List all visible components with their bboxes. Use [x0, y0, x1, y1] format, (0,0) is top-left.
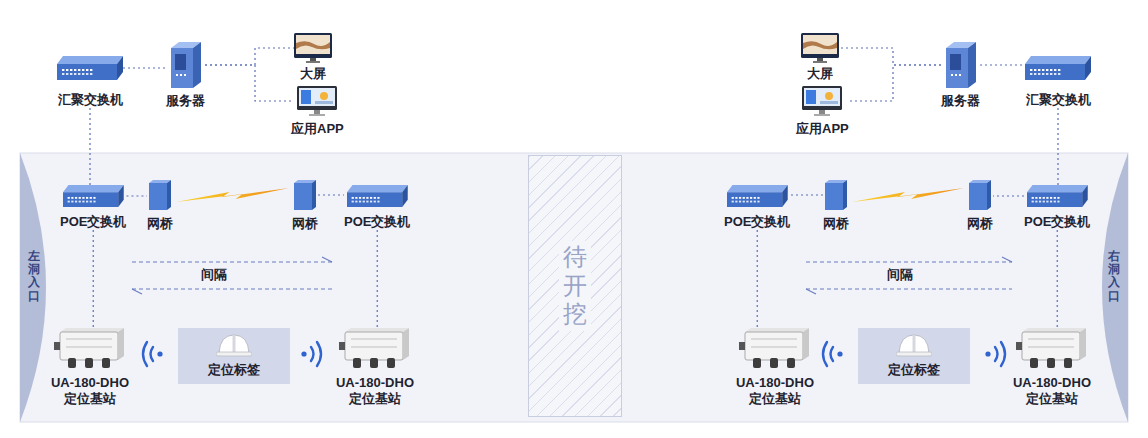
network-link — [1057, 230, 1058, 328]
switch-icon — [1025, 56, 1091, 80]
app-icon — [802, 86, 842, 116]
bridge-icon — [825, 180, 847, 210]
network-link — [205, 48, 294, 65]
app-icon — [297, 86, 337, 116]
node-label: POE交换机 — [60, 214, 126, 230]
portal-label: 左洞入口 — [28, 250, 40, 303]
server-icon — [171, 42, 201, 88]
positioning-tag: 定位标签 — [858, 328, 970, 384]
poe-switch: POE交换机 — [1024, 185, 1090, 230]
aggregation-switch: 汇聚交换机 — [1025, 56, 1091, 108]
node-label: 定位标签 — [208, 362, 260, 378]
network-link — [377, 230, 378, 328]
server: 服务器 — [941, 42, 980, 109]
network-link — [93, 230, 94, 328]
network-link — [205, 65, 291, 101]
base-station: UA-180-DHO 定位基站 — [1006, 328, 1098, 407]
tunnel-portal: 右洞入口 — [1108, 250, 1120, 303]
wireless-link — [176, 188, 289, 202]
node-label: 定位标签 — [888, 362, 940, 378]
network-link — [1057, 108, 1058, 185]
base-icon — [339, 328, 411, 370]
network-link — [126, 195, 147, 196]
node-label: 待开挖 — [559, 241, 591, 331]
network-link — [318, 194, 344, 195]
big-screen: 大屏 — [294, 33, 332, 82]
app-monitor: 应用APP — [291, 86, 344, 137]
node-label: 应用APP — [796, 121, 849, 137]
big-screen: 大屏 — [801, 33, 839, 82]
network-link — [980, 64, 1025, 65]
network-link — [757, 230, 758, 328]
node-label: 服务器 — [166, 93, 205, 109]
excavation-zone: 待开挖 — [528, 155, 622, 417]
wireless-bridge: 网桥 — [292, 180, 318, 232]
switch-icon — [57, 56, 123, 80]
node-label: POE交换机 — [344, 214, 410, 230]
poe-switch: POE交换机 — [60, 185, 126, 230]
node-label: 大屏 — [807, 66, 833, 82]
wireless-link — [852, 188, 964, 202]
network-link — [849, 65, 941, 101]
node-label: UA-180-DHO 定位基站 — [1006, 375, 1098, 407]
screen-icon — [801, 33, 839, 63]
helmet-icon — [216, 333, 252, 357]
base-station: UA-180-DHO 定位基站 — [329, 328, 421, 407]
node-label: POE交换机 — [724, 214, 790, 230]
node-label: UA-180-DHO 定位基站 — [44, 375, 136, 407]
wireless-bridge: 网桥 — [147, 180, 173, 232]
wireless-bridge: 网桥 — [967, 180, 993, 232]
poe-switch: POE交换机 — [344, 185, 410, 230]
bridge-icon — [149, 180, 171, 210]
poe-icon — [347, 185, 408, 207]
interval-label: 间隔 — [198, 267, 230, 283]
interval-label: 间隔 — [884, 267, 916, 283]
network-link — [123, 67, 166, 68]
left-portal — [20, 153, 46, 422]
base-station: UA-180-DHO 定位基站 — [44, 328, 136, 407]
node-label: 服务器 — [941, 93, 980, 109]
portal-label: 右洞入口 — [1108, 250, 1120, 303]
poe-icon — [727, 185, 788, 207]
app-monitor: 应用APP — [796, 86, 849, 137]
aggregation-switch: 汇聚交换机 — [57, 56, 123, 108]
node-label: 应用APP — [291, 121, 344, 137]
base-icon — [739, 328, 811, 370]
positioning-tag: 定位标签 — [178, 328, 290, 384]
poe-icon — [1027, 185, 1088, 207]
node-label: UA-180-DHO 定位基站 — [729, 375, 821, 407]
bridge-icon — [294, 180, 316, 210]
node-label: UA-180-DHO 定位基站 — [329, 375, 421, 407]
poe-icon — [63, 185, 124, 207]
node-label: 大屏 — [300, 66, 326, 82]
screen-icon — [294, 33, 332, 63]
base-icon — [1016, 328, 1088, 370]
network-link — [993, 195, 1024, 196]
helmet-icon — [896, 333, 932, 357]
server: 服务器 — [166, 42, 205, 109]
bridge-icon — [969, 180, 991, 210]
wireless-bridge: 网桥 — [823, 180, 849, 232]
poe-switch: POE交换机 — [724, 185, 790, 230]
network-link — [790, 194, 823, 195]
node-label: 网桥 — [967, 216, 993, 232]
node-label: 汇聚交换机 — [1026, 92, 1091, 108]
base-icon — [54, 328, 126, 370]
node-label: 汇聚交换机 — [58, 92, 123, 108]
tunnel-band — [20, 153, 1128, 422]
node-label: 网桥 — [292, 216, 318, 232]
network-link — [839, 48, 941, 65]
node-label: 网桥 — [147, 216, 173, 232]
right-portal — [1102, 153, 1128, 422]
tunnel-portal: 左洞入口 — [28, 250, 40, 303]
network-link — [89, 108, 90, 185]
node-label: 网桥 — [823, 216, 849, 232]
server-icon — [946, 42, 976, 88]
node-label: POE交换机 — [1024, 214, 1090, 230]
base-station: UA-180-DHO 定位基站 — [729, 328, 821, 407]
